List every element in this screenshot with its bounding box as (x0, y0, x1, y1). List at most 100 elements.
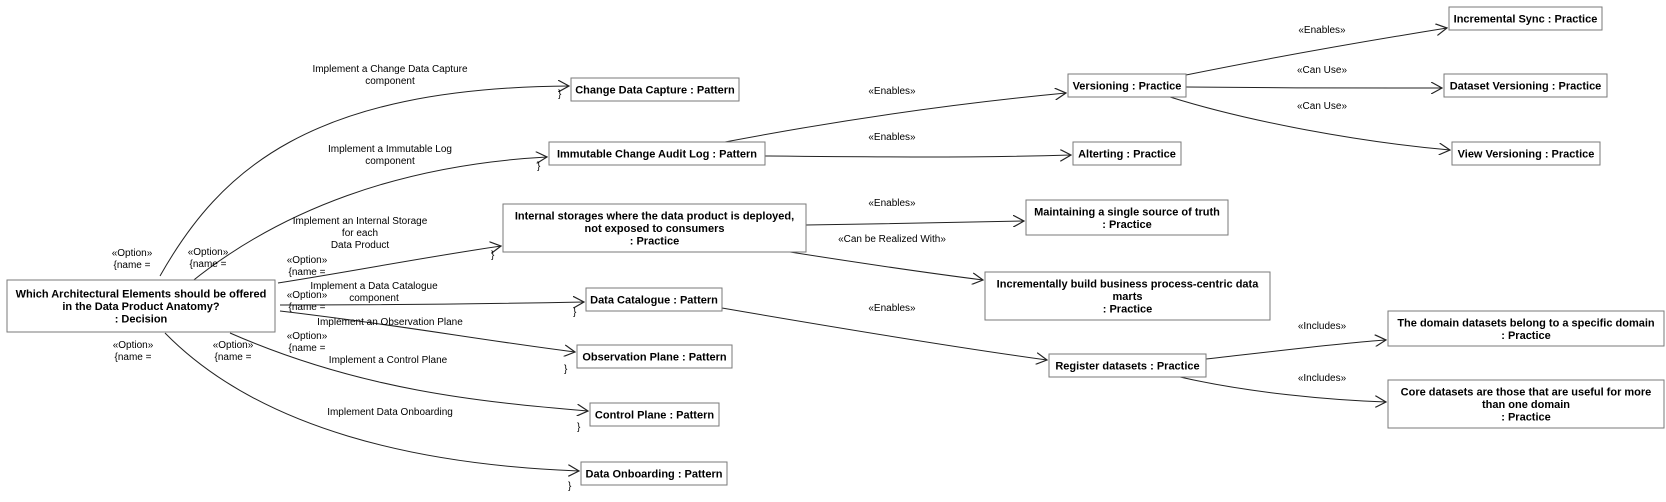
option-annotation: «Option»{name = (287, 290, 328, 313)
edge-versioning-to-incremental-sync (1185, 28, 1447, 76)
edge-line (279, 310, 575, 352)
option-tag-line: {name = (289, 302, 326, 313)
option-tag-line: «Option» (112, 248, 153, 259)
node-label: in the Data Product Anatomy? (62, 301, 220, 313)
node-label: : Decision (115, 314, 168, 326)
edge-to-data-onboarding (164, 332, 579, 471)
closing-brace: } (573, 307, 577, 318)
node-data-onboarding: Data Onboarding : Pattern (580, 461, 728, 486)
edge-line (805, 221, 1024, 225)
edge-label: Implement an Internal Storage (293, 216, 428, 227)
node-label: not exposed to consumers (585, 223, 725, 235)
edge-catalogue-to-register (721, 307, 1047, 360)
node-box (576, 344, 733, 369)
edge-label: «Can Use» (1297, 101, 1347, 112)
node-label: Register datasets : Practice (1055, 361, 1199, 373)
edge-versioning-to-dataset-versioning (1185, 87, 1442, 88)
node-box (1067, 73, 1187, 98)
node-control-plane: Control Plane : Pattern (589, 402, 720, 427)
node-box (1387, 310, 1665, 347)
node-label: : Practice (1102, 219, 1152, 231)
option-tag-line: {name = (215, 352, 252, 363)
option-tag-line: «Option» (287, 331, 328, 342)
edge-line (1185, 28, 1447, 76)
edge-line (159, 86, 569, 277)
node-label: The domain datasets belong to a specific… (1397, 317, 1655, 329)
node-label: Incrementally build business process-cen… (997, 279, 1260, 291)
edge-line (279, 302, 584, 305)
option-annotation: «Option»{name = (112, 248, 153, 271)
node-label: Alterting : Practice (1078, 149, 1176, 161)
edge-line (164, 332, 579, 471)
node-label: marts (1113, 291, 1143, 303)
edge-label: «Can be Realized With» (838, 234, 946, 245)
edge-to-cdc (159, 86, 569, 277)
option-tag-line: «Option» (287, 255, 328, 266)
option-tag-line: «Option» (287, 290, 328, 301)
option-tag-line: {name = (115, 352, 152, 363)
edge-label: Implement a Control Plane (329, 355, 448, 366)
node-box (1451, 141, 1601, 166)
edge-label: for each (342, 228, 378, 239)
node-immutable-log: Immutable Change Audit Log : Pattern (548, 141, 766, 166)
closing-brace: } (564, 364, 568, 375)
option-tag-line: {name = (289, 343, 326, 354)
node-cdc: Change Data Capture : Pattern (570, 77, 740, 102)
option-annotation: «Option»{name = (287, 255, 328, 278)
option-annotation: «Option»{name = (188, 247, 229, 270)
edge-immutable-to-versioning (724, 93, 1066, 143)
option-tag-line: {name = (289, 267, 326, 278)
node-label: Incremental Sync : Practice (1454, 14, 1598, 26)
node-label: Dataset Versioning : Practice (1450, 81, 1602, 93)
node-incremental-marts: Incrementally build business process-cen… (984, 271, 1271, 321)
node-label: than one domain (1482, 399, 1570, 411)
edge-to-internal-storage (277, 246, 501, 284)
node-label: Control Plane : Pattern (595, 410, 714, 422)
edge-line (789, 251, 983, 280)
node-label: : Practice (1103, 304, 1153, 316)
edge-register-to-core (1179, 376, 1386, 402)
edge-line (1205, 340, 1386, 360)
node-label: Data Catalogue : Pattern (590, 295, 718, 307)
node-single-source: Maintaining a single source of truth: Pr… (1025, 199, 1229, 236)
node-register-datasets: Register datasets : Practice (1048, 353, 1207, 378)
option-annotation: «Option»{name = (213, 340, 254, 363)
node-label: Observation Plane : Pattern (582, 352, 727, 364)
node-versioning: Versioning : Practice (1067, 73, 1187, 98)
node-internal-storage: Internal storages where the data product… (502, 203, 807, 253)
edge-label: component (365, 156, 415, 167)
option-annotation: «Option»{name = (287, 331, 328, 354)
edge-line (189, 157, 547, 284)
edge-label: Implement Data Onboarding (327, 407, 453, 418)
node-box (984, 271, 1271, 321)
option-annotation: «Option»{name = (113, 340, 154, 363)
node-box (1025, 199, 1229, 236)
node-box (1387, 379, 1665, 429)
edge-register-to-domain (1205, 340, 1386, 360)
closing-brace: } (491, 250, 495, 261)
option-tag-line: «Option» (213, 340, 254, 351)
edge-line (1185, 87, 1442, 88)
edge-to-immutable-log (189, 157, 547, 284)
closing-brace: } (568, 481, 572, 492)
edge-label: component (365, 76, 415, 87)
node-label: Which Architectural Elements should be o… (16, 289, 267, 301)
node-core-datasets: Core datasets are those that are useful … (1387, 379, 1665, 429)
edge-label: Implement a Data Catalogue (310, 281, 438, 292)
node-label: : Practice (630, 236, 680, 248)
edge-label: «Can Use» (1297, 65, 1347, 76)
node-box (1048, 353, 1207, 378)
node-label: Internal storages where the data product… (515, 211, 794, 223)
edge-line (721, 307, 1047, 360)
node-view-versioning: View Versioning : Practice (1451, 141, 1601, 166)
edge-label: component (349, 293, 399, 304)
edge-to-control-plane (229, 332, 588, 411)
node-data-catalogue: Data Catalogue : Pattern (585, 287, 723, 312)
node-box (580, 461, 728, 486)
node-label: Immutable Change Audit Log : Pattern (557, 149, 757, 161)
node-dataset-versioning: Dataset Versioning : Practice (1443, 73, 1608, 98)
edge-storage-to-incremental-marts (789, 251, 983, 280)
edge-label: «Enables» (868, 132, 916, 143)
node-label: View Versioning : Practice (1458, 149, 1595, 161)
option-tag-line: «Option» (188, 247, 229, 258)
